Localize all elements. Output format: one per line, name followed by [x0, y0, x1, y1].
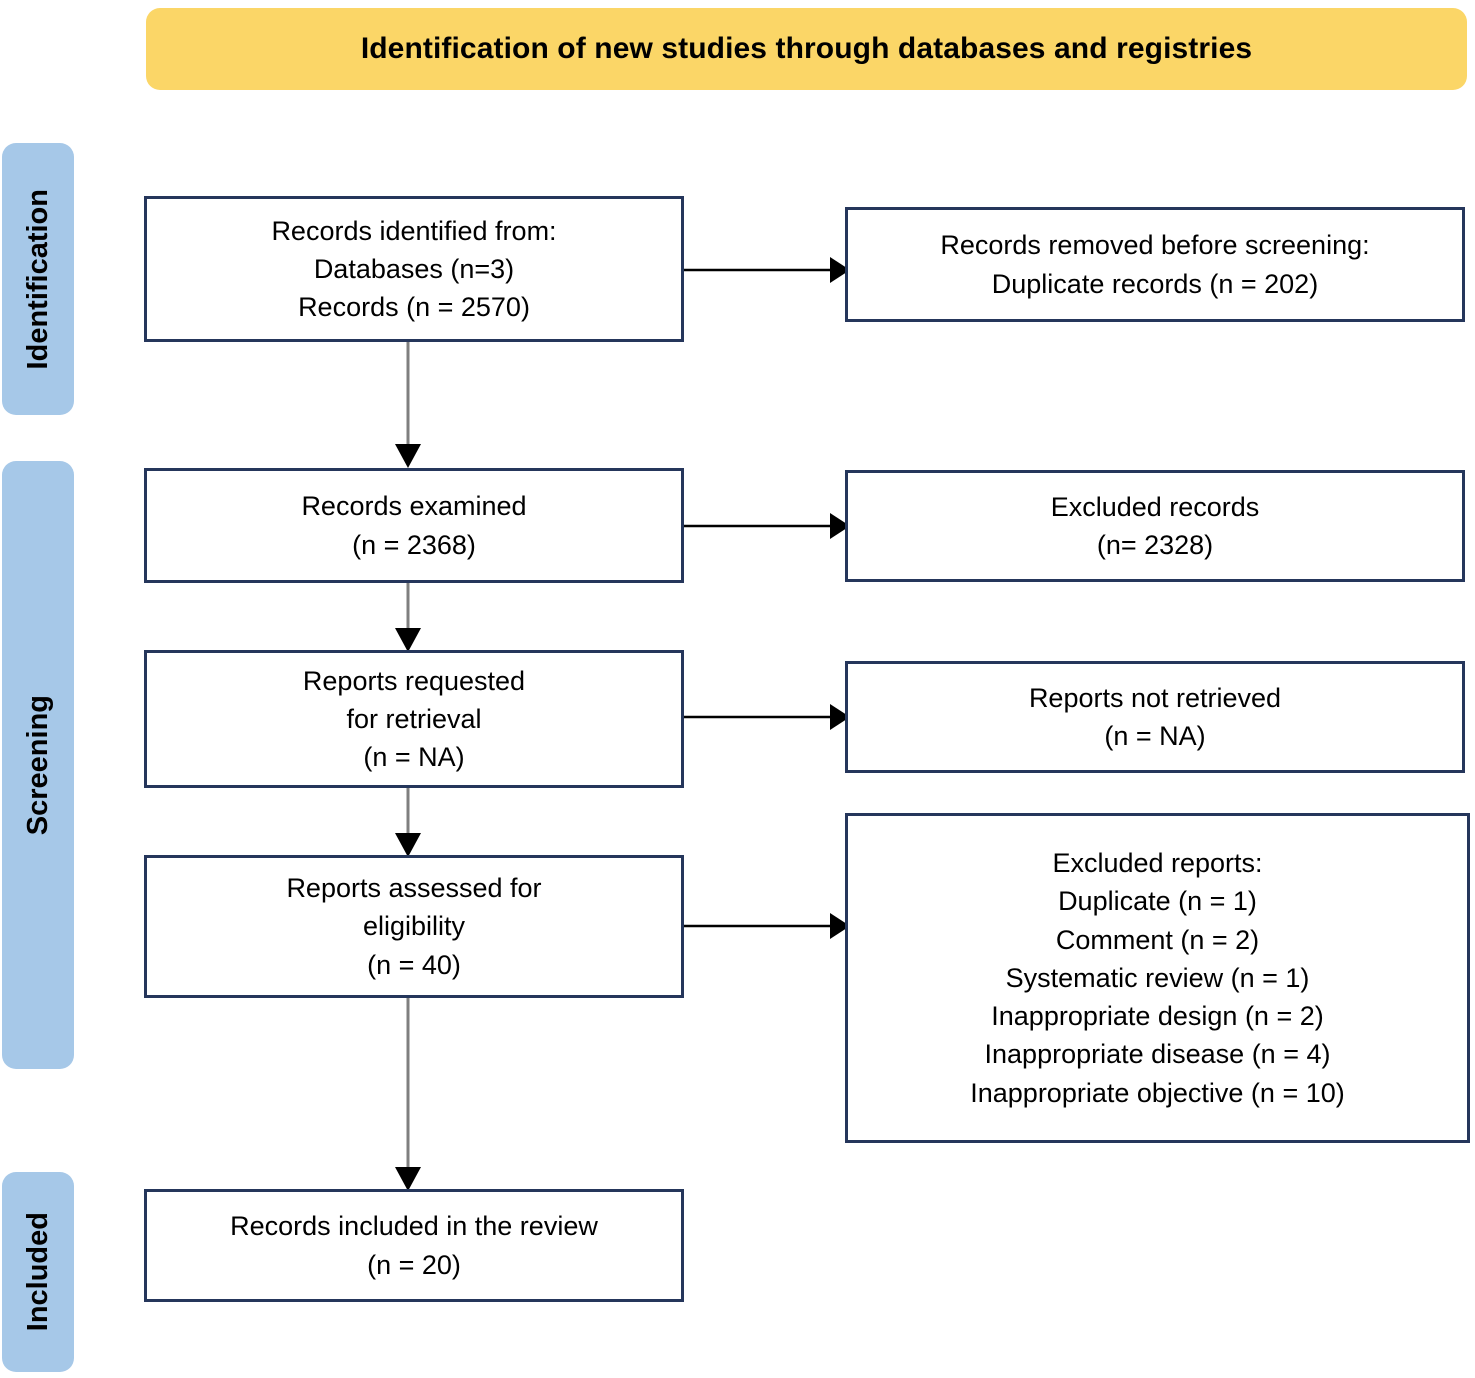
box-line: eligibility — [362, 911, 466, 942]
arrow-identified-to-removed — [682, 252, 850, 288]
box-excluded-reports[interactable]: Excluded reports: Duplicate (n = 1) Comm… — [845, 813, 1470, 1143]
box-line: Records (n = 2570) — [298, 292, 530, 323]
box-line: Inappropriate objective (n = 10) — [970, 1077, 1345, 1108]
arrow-examined-to-excluded-records — [682, 508, 850, 544]
box-line: Reports assessed for — [286, 873, 542, 903]
box-line: Duplicate records (n = 202) — [991, 268, 1319, 299]
box-line: Records examined — [301, 491, 527, 522]
phase-rail-included: Included — [2, 1172, 74, 1372]
box-line: Reports not retrieved — [1028, 682, 1282, 713]
box-reports-requested-for-retrieval[interactable]: Reports requested for retrieval (n = NA) — [144, 650, 684, 788]
box-line: (n = NA) — [363, 742, 465, 773]
box-line: Inappropriate disease (n = 4) — [984, 1039, 1331, 1070]
diagram-header-banner: Identification of new studies through da… — [146, 8, 1467, 90]
box-records-included-in-review[interactable]: Records included in the review (n = 20) — [144, 1189, 684, 1302]
arrow-examined-to-requested — [390, 583, 426, 652]
box-line: Records identified from: — [271, 215, 557, 246]
box-line: (n = 2368) — [352, 529, 476, 560]
box-line: Inappropriate design (n = 2) — [991, 1001, 1324, 1032]
phase-label-identification: Identification — [21, 188, 54, 370]
page-title: Identification of new studies through da… — [360, 32, 1253, 65]
box-reports-assessed-for-eligibility[interactable]: Reports assessed for eligibility (n = 40… — [144, 855, 684, 998]
box-line: (n = 20) — [367, 1249, 461, 1280]
box-records-identified[interactable]: Records identified from: Databases (n=3)… — [144, 196, 684, 342]
box-line: for retrieval — [346, 703, 482, 734]
box-reports-not-retrieved[interactable]: Reports not retrieved (n = NA) — [845, 661, 1465, 773]
box-line: (n = 40) — [367, 949, 461, 980]
box-line: Databases (n=3) — [313, 253, 515, 284]
box-line: (n= 2328) — [1096, 530, 1214, 560]
arrow-requested-to-assessed — [390, 788, 426, 857]
box-line: Records included in the review — [230, 1211, 598, 1242]
box-line: Excluded reports: — [1052, 847, 1263, 878]
arrow-requested-to-not-retrieved — [682, 699, 850, 735]
box-records-examined[interactable]: Records examined (n = 2368) — [144, 468, 684, 583]
box-line: Systematic review (n = 1) — [1005, 962, 1310, 993]
phase-rail-identification: Identification — [2, 143, 74, 415]
arrow-assessed-to-included — [390, 998, 426, 1191]
box-line: Records removed before screening: — [940, 230, 1370, 261]
box-line: Excluded records — [1050, 491, 1260, 522]
phase-rail-screening: Screening — [2, 461, 74, 1069]
box-line: (n = NA) — [1104, 721, 1206, 751]
box-line: Reports requested — [302, 665, 526, 696]
box-line: Comment (n = 2) — [1055, 924, 1260, 955]
box-records-removed-before-screening[interactable]: Records removed before screening: Duplic… — [845, 207, 1465, 322]
phase-label-screening: Screening — [21, 694, 54, 836]
box-excluded-records[interactable]: Excluded records (n= 2328) — [845, 470, 1465, 582]
box-line: Duplicate (n = 1) — [1058, 886, 1257, 917]
phase-label-included: Included — [21, 1212, 54, 1332]
arrow-identified-to-examined — [390, 342, 426, 468]
arrow-assessed-to-excluded-reports — [682, 908, 850, 944]
